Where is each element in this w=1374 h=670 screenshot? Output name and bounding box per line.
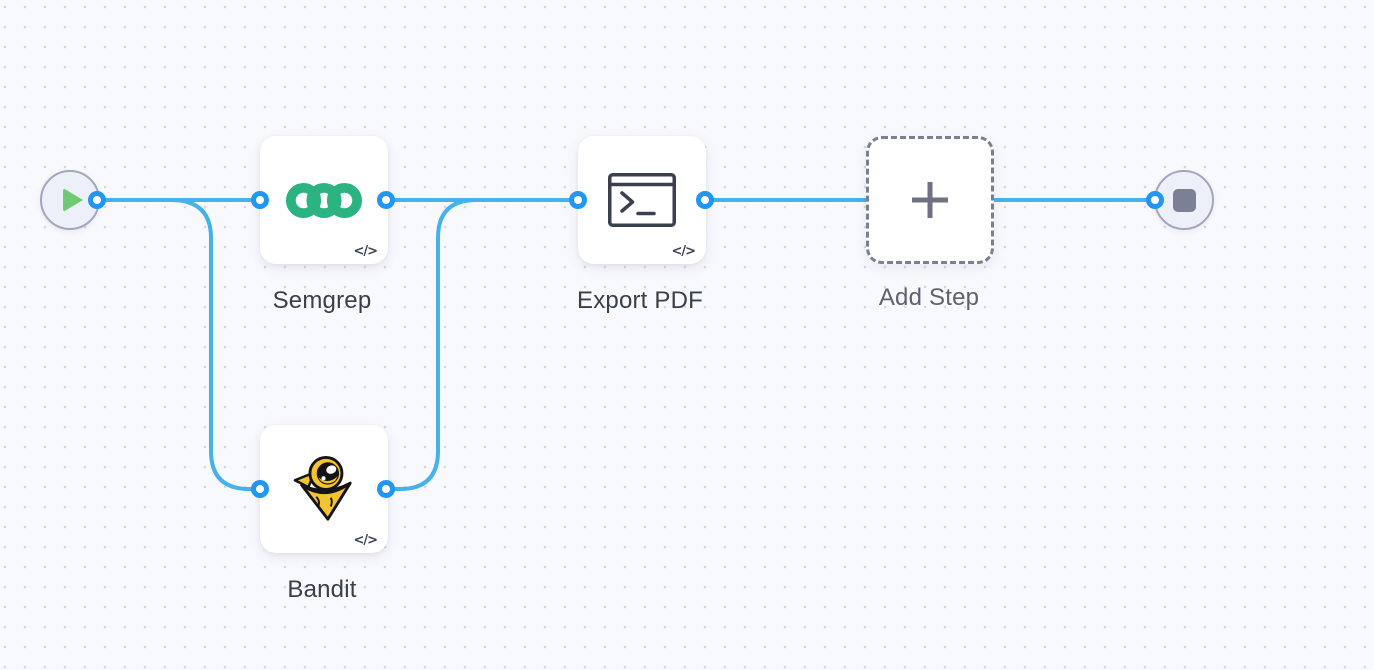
port-bandit-in[interactable]: [251, 480, 269, 498]
node-export-pdf[interactable]: </>: [578, 136, 706, 264]
end-node[interactable]: [1154, 170, 1214, 230]
play-icon: [63, 188, 83, 212]
semgrep-logo-icon: [285, 182, 363, 218]
node-label-semgrep: Semgrep: [272, 287, 372, 314]
stop-icon: [1172, 188, 1196, 212]
port-end-in[interactable]: [1146, 191, 1164, 209]
code-badge-icon: </>: [353, 244, 378, 259]
node-label-add-step: Add Step: [878, 284, 980, 311]
code-badge-icon: </>: [671, 244, 696, 259]
node-semgrep[interactable]: </>: [260, 136, 388, 264]
node-bandit[interactable]: </>: [260, 425, 388, 553]
port-semgrep-out[interactable]: [377, 191, 395, 209]
edge-start-bandit[interactable]: [172, 198, 260, 491]
port-semgrep-in[interactable]: [251, 191, 269, 209]
bandit-logo-icon: [293, 455, 352, 521]
terminal-icon: [608, 173, 676, 227]
edge-bandit-exportpdf[interactable]: [386, 198, 482, 491]
code-badge-icon: </>: [353, 533, 378, 548]
node-label-export-pdf: Export PDF: [576, 287, 704, 314]
port-start-out[interactable]: [88, 191, 106, 209]
port-bandit-out[interactable]: [377, 480, 395, 498]
node-label-bandit: Bandit: [287, 576, 357, 603]
plus-icon: [912, 182, 948, 218]
node-add-step[interactable]: [866, 136, 994, 264]
port-export-pdf-out[interactable]: [696, 191, 714, 209]
port-export-pdf-in[interactable]: [569, 191, 587, 209]
